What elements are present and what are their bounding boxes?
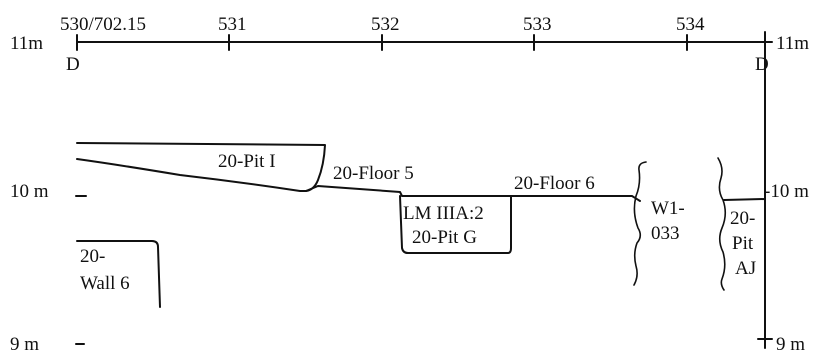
- easting-label-534: 534: [676, 14, 705, 35]
- elevation-left-10m: 10 m: [10, 181, 49, 202]
- pit-aj-label-line2: Pit: [732, 233, 754, 254]
- pit-aj-wall-edge: [717, 157, 727, 291]
- wall-6-label-line1: 20-: [80, 246, 105, 267]
- easting-label-533: 533: [523, 14, 552, 35]
- floor-6-label: 20-Floor 6: [514, 173, 595, 194]
- w1-033-label-line1: W1-: [651, 198, 685, 219]
- floor-5-label: 20-Floor 5: [333, 163, 414, 184]
- pit-aj-label-line3: AJ: [735, 258, 756, 279]
- easting-label-532: 532: [371, 14, 400, 35]
- elevation-left-11m: 11m: [10, 33, 43, 54]
- pit-g-label: 20-Pit G: [412, 227, 477, 248]
- elevation-left-9m: 9 m: [10, 334, 39, 354]
- elevation-right-11m: 11m: [776, 33, 809, 54]
- w1-033-wall-edge: [633, 161, 647, 286]
- floor-surface-line: [305, 185, 641, 202]
- easting-label-530: 530/702.15: [60, 14, 146, 35]
- pit-i-label: 20-Pit I: [218, 151, 276, 172]
- easting-label-531: 531: [218, 14, 247, 35]
- pit-aj-outline: [723, 198, 766, 201]
- wall-6-outline: [76, 240, 161, 308]
- w1-033-label-line2: 033: [651, 223, 680, 244]
- pit-i-outline: [76, 142, 326, 192]
- right-elevation-axis: 11m -10 m 9 m: [757, 31, 809, 354]
- pit-aj-label-line1: 20-: [730, 208, 755, 229]
- datum-label-right: D: [755, 54, 769, 75]
- pit-g-outline: [399, 195, 512, 254]
- wall-6-label-line2: Wall 6: [80, 273, 130, 294]
- elevation-right-9m: 9 m: [776, 334, 805, 354]
- pit-g-period-label: LM IIIA:2: [403, 203, 484, 224]
- easting-axis: 530/702.15 531 532 533 534 D D: [60, 14, 769, 75]
- datum-label-left: D: [66, 54, 80, 75]
- elevation-right-10m: -10 m: [764, 181, 809, 202]
- left-elevation-axis: 11m 10 m 9 m: [10, 33, 87, 354]
